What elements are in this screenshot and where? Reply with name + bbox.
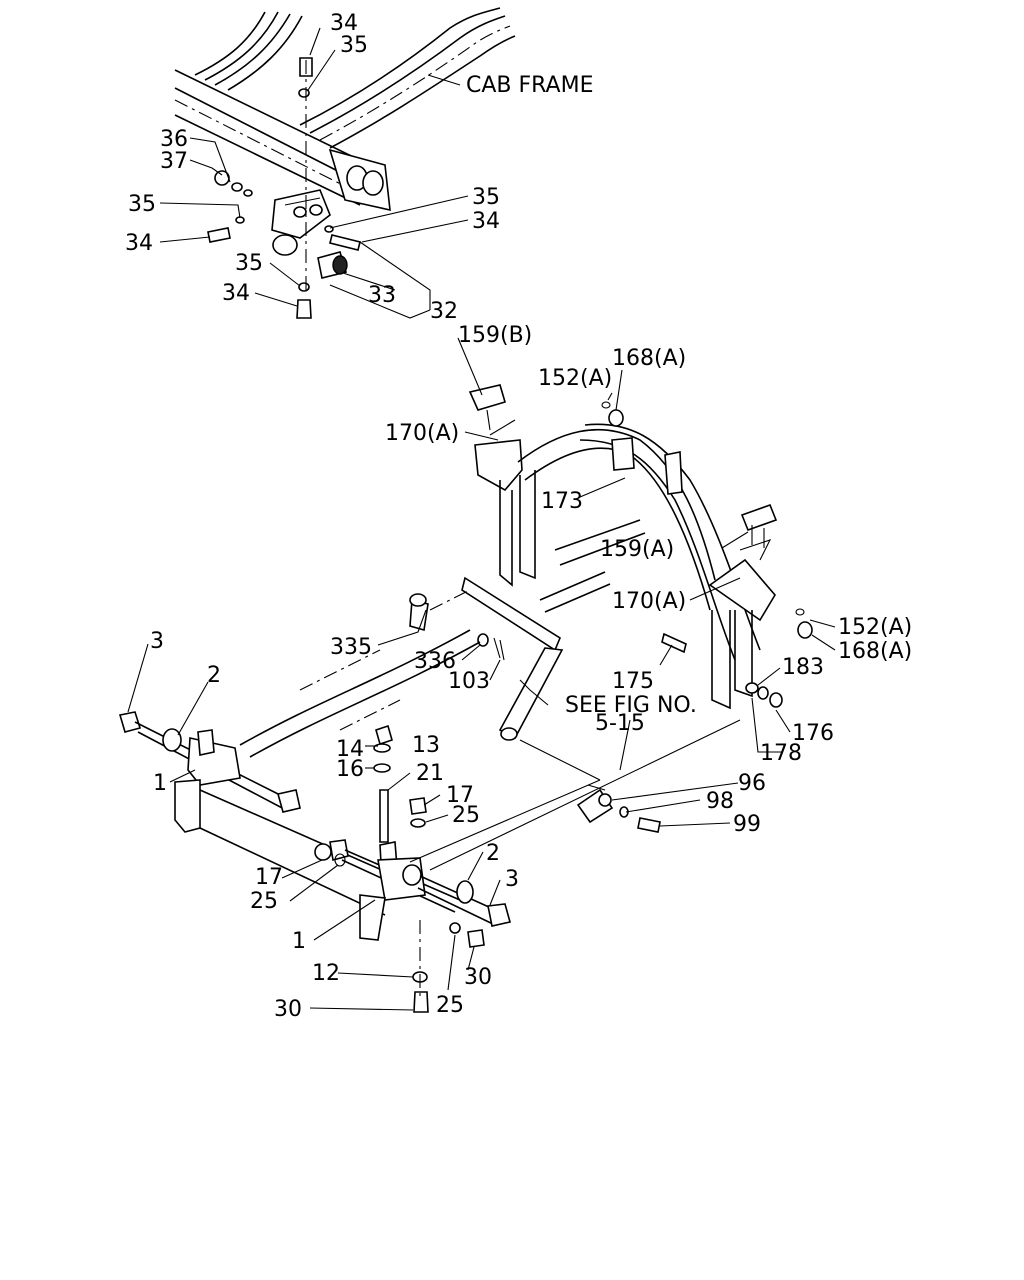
label-17: 17 — [255, 865, 283, 890]
label-36: 36 — [160, 127, 188, 152]
crossmember-173 — [468, 384, 813, 710]
label-173: 173 — [541, 489, 583, 514]
label-16: 16 — [336, 757, 364, 782]
label-25: 25 — [452, 803, 480, 828]
cab-frame — [174, 7, 516, 212]
label-32: 32 — [430, 299, 458, 324]
label-13: 13 — [412, 733, 440, 758]
label-35: 35 — [235, 251, 263, 276]
label-176: 176 — [792, 721, 834, 746]
leaders-link — [377, 609, 631, 771]
label-2: 2 — [207, 663, 221, 688]
label-see-fig-ref: 5-15 — [595, 711, 645, 736]
label-35: 35 — [340, 33, 368, 58]
label-336: 336 — [414, 649, 456, 674]
label-168a: 168(A) — [612, 346, 686, 371]
label-30: 30 — [464, 965, 492, 990]
label-2: 2 — [486, 841, 500, 866]
label-34: 34 — [330, 11, 358, 36]
leaders-axle — [127, 643, 739, 1011]
label-159b: 159(B) — [458, 323, 532, 348]
label-17: 17 — [446, 783, 474, 808]
label-30: 30 — [274, 997, 302, 1022]
label-183: 183 — [782, 655, 824, 680]
label-159a: 159(A) — [600, 537, 674, 562]
label-96: 96 — [738, 771, 766, 796]
label-see-fig-no: SEE FIG NO. — [565, 693, 697, 718]
label-170a: 170(A) — [612, 589, 686, 614]
label-35: 35 — [472, 185, 500, 210]
label-335: 335 — [330, 635, 372, 660]
label-37: 37 — [160, 149, 188, 174]
leaders-crossmember — [457, 337, 836, 753]
link-rod — [409, 576, 601, 781]
label-98: 98 — [706, 789, 734, 814]
label-34: 34 — [125, 231, 153, 256]
label-1: 1 — [153, 771, 167, 796]
label-12: 12 — [312, 961, 340, 986]
label-35: 35 — [128, 192, 156, 217]
label-25: 25 — [436, 993, 464, 1018]
callout-labels: CAB FRAME 34 35 36 37 35 34 35 34 35 34 … — [125, 11, 912, 1022]
front-axle-assembly — [118, 519, 741, 1013]
label-34: 34 — [472, 209, 500, 234]
label-103: 103 — [448, 669, 490, 694]
label-99: 99 — [733, 812, 761, 837]
label-168a: 168(A) — [838, 639, 912, 664]
label-21: 21 — [416, 761, 444, 786]
label-34: 34 — [222, 281, 250, 306]
label-3: 3 — [150, 629, 164, 654]
leaders-top — [159, 27, 469, 319]
label-33: 33 — [368, 283, 396, 308]
label-14: 14 — [336, 737, 364, 762]
label-152a: 152(A) — [838, 615, 912, 640]
label-3: 3 — [505, 867, 519, 892]
label-1: 1 — [292, 929, 306, 954]
label-170a: 170(A) — [385, 421, 459, 446]
label-25: 25 — [250, 889, 278, 914]
label-178: 178 — [760, 741, 802, 766]
cab-mount-bracket — [207, 57, 361, 319]
label-152a: 152(A) — [538, 366, 612, 391]
label-175: 175 — [612, 669, 654, 694]
label-cab-frame: CAB FRAME — [466, 73, 593, 98]
